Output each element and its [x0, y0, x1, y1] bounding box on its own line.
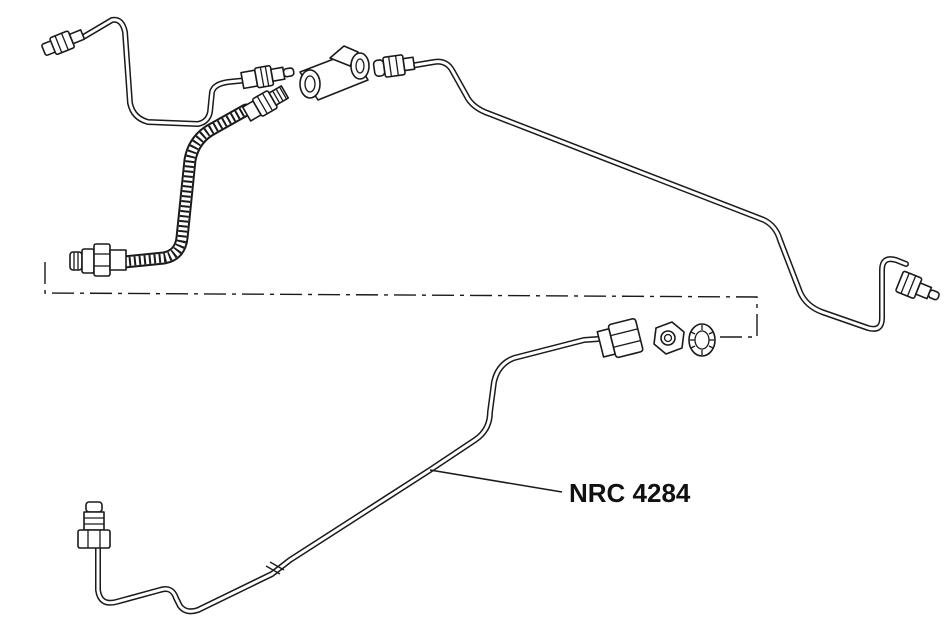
hex-nut [653, 321, 685, 355]
part-number-label: NRC 4284 [569, 478, 691, 508]
lower-pipe-end-fitting [77, 501, 111, 549]
part-label-leader-line [429, 469, 563, 493]
lower-pipe-tube-nut [596, 318, 644, 359]
pipe-clip-marker [265, 561, 285, 575]
three-way-t-piece [299, 45, 370, 101]
upper-left-pipe-end-fitting [41, 29, 86, 57]
union-fitting [240, 64, 295, 90]
hose-lower-end-fitting [69, 243, 127, 277]
hose-upper-end-fitting [241, 85, 290, 122]
flexible-brake-hose [117, 103, 253, 269]
upper-right-brake-pipe [407, 58, 909, 332]
shakeproof-washer [688, 323, 716, 357]
upper-left-brake-pipe [82, 16, 251, 127]
assembly-boundary-line [44, 262, 758, 338]
lower-brake-pipe [95, 335, 615, 615]
upper-right-pipe-outer-end-fitting [895, 270, 940, 301]
upper-right-pipe-inner-end-fitting [372, 54, 416, 78]
